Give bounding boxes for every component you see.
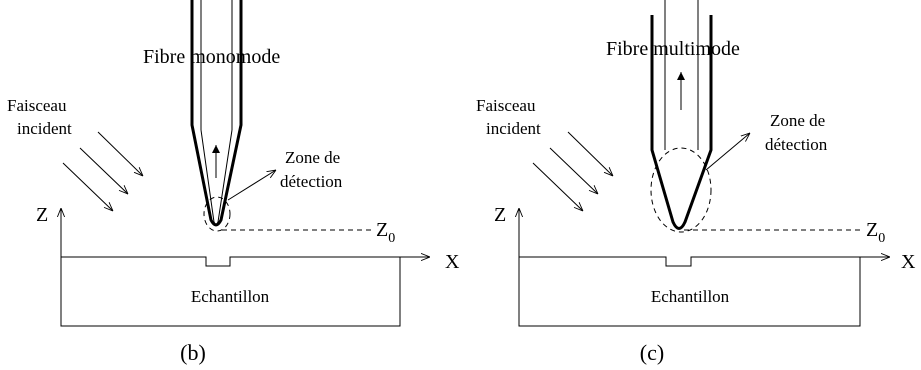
zone-label-line1: Zone de	[285, 148, 340, 167]
sample-label: Echantillon	[651, 287, 730, 306]
detection-zone-ellipse	[203, 196, 231, 232]
fiber-label: Fibre monomode	[143, 46, 280, 68]
fiber-outline	[190, 0, 243, 227]
sample-body	[518, 257, 861, 327]
detection-zone-pointer	[705, 133, 750, 171]
panel-caption: (c)	[640, 340, 664, 365]
sample-label: Echantillon	[191, 287, 270, 306]
z-axis-label: Z	[36, 204, 48, 226]
sample-body	[60, 257, 401, 327]
z-axis-label: Z	[494, 204, 506, 226]
panel-b: Fibre monomode Faisceau incident Zone de…	[7, 0, 460, 365]
beam-arrow	[79, 147, 128, 194]
beam-arrow	[97, 131, 143, 176]
beam-arrow	[567, 131, 613, 176]
x-axis-label: X	[901, 251, 916, 273]
fiber-label: Fibre multimode	[606, 38, 740, 60]
zone-label-line2: détection	[280, 172, 343, 191]
beam-label-line2: incident	[17, 119, 72, 138]
panel-caption: (b)	[180, 340, 206, 365]
fiber-core-tip	[200, 129, 233, 225]
beam-label-line2: incident	[486, 119, 541, 138]
beam-label-line1: Faisceau	[7, 96, 67, 115]
zone-label-line2: détection	[765, 135, 828, 154]
sample-surface-groove	[61, 256, 400, 267]
z0-subscript: 0	[878, 231, 885, 246]
z0-label: Z0	[866, 219, 885, 246]
z0-subscript: 0	[388, 231, 395, 246]
detection-zone-pointer	[227, 170, 276, 201]
beam-arrow	[62, 162, 113, 211]
x-axis-label: X	[445, 251, 460, 273]
zone-label-line1: Zone de	[770, 111, 825, 130]
beam-label-line1: Faisceau	[476, 96, 536, 115]
sample-surface-groove	[519, 256, 860, 267]
panel-c: Fibre multimode Faisceau incident Zone d…	[476, 0, 916, 365]
fiber-outline	[650, 15, 713, 230]
z0-label: Z0	[376, 219, 395, 246]
beam-arrow	[532, 162, 583, 211]
detection-zone-ellipse	[650, 147, 712, 233]
beam-arrow	[549, 147, 598, 194]
